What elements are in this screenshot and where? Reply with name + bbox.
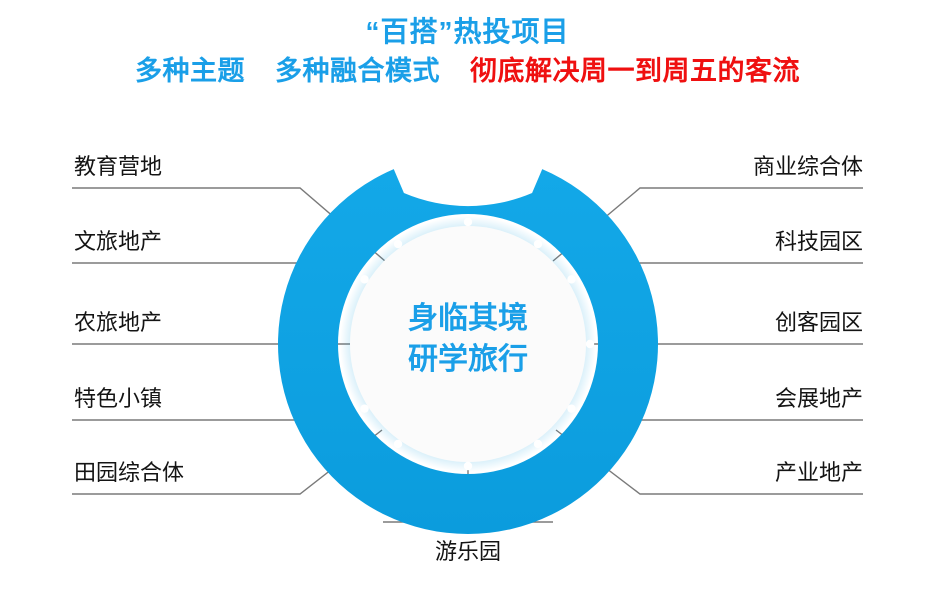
- page-title: “百搭”热投项目: [365, 16, 570, 47]
- node-dot: [393, 239, 403, 249]
- label-bottom[interactable]: 游乐园: [434, 539, 501, 564]
- subtitle-part-2: 多种融合模式: [275, 56, 440, 86]
- center-text-line-1: 身临其境: [408, 302, 528, 335]
- node-dot: [360, 404, 369, 413]
- node-dot: [567, 275, 576, 284]
- node-dot: [360, 275, 369, 284]
- node-dots: [360, 217, 595, 471]
- center-text-line-2: 研学旅行: [408, 342, 528, 376]
- label-right-1[interactable]: 商业综合体: [752, 154, 863, 179]
- center-text: 身临其境 研学旅行: [368, 299, 568, 380]
- node-dot: [567, 404, 576, 413]
- label-right-4[interactable]: 会展地产: [774, 386, 863, 411]
- node-dot: [533, 439, 543, 449]
- node-dot: [585, 339, 595, 349]
- node-dot: [393, 439, 403, 449]
- title-block: “百搭”热投项目 多种主题 多种融合模式 彻底解决周一到周五的客流: [0, 18, 935, 85]
- subtitle-part-3: 彻底解决周一到周五的客流: [470, 56, 801, 86]
- ring-inner-bevel: [329, 205, 607, 483]
- subtitle-part-1: 多种主题: [134, 56, 245, 86]
- label-left-2[interactable]: 文旅地产: [74, 229, 163, 254]
- subtitle: 多种主题 多种融合模式 彻底解决周一到周五的客流: [0, 58, 935, 85]
- label-left-4[interactable]: 特色小镇: [74, 386, 163, 411]
- label-left-3[interactable]: 农旅地产: [74, 310, 163, 335]
- node-dot: [463, 461, 473, 471]
- node-dot: [533, 239, 543, 249]
- label-right-5[interactable]: 产业地产: [774, 460, 863, 485]
- center-disc: [350, 226, 586, 462]
- label-right-2[interactable]: 科技园区: [774, 229, 863, 254]
- label-left-1[interactable]: 教育营地: [74, 154, 163, 179]
- label-right-3[interactable]: 创客园区: [774, 310, 863, 335]
- node-dot: [463, 217, 473, 227]
- label-left-5[interactable]: 田园综合体: [74, 460, 185, 485]
